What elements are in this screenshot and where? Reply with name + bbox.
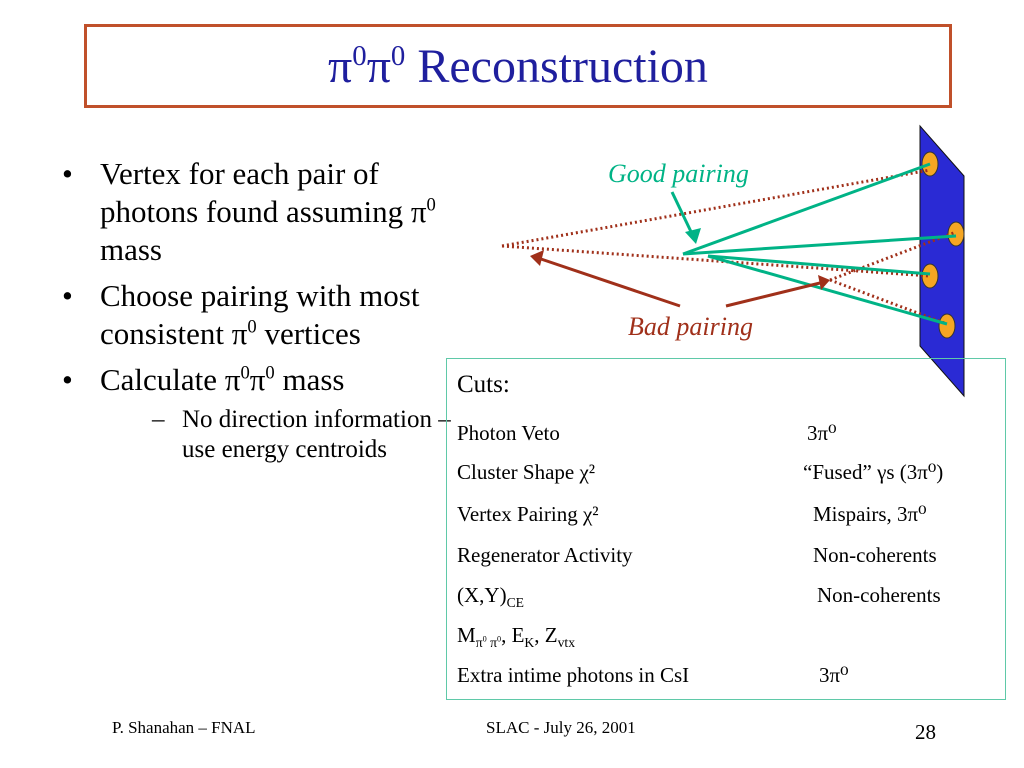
bullet-item: • Calculate π0π0 mass – No direction inf…: [62, 361, 472, 465]
cut-label: (X,Y)CE: [457, 583, 525, 611]
cut-label: Mπ0 π0, EK, Zvtx: [457, 623, 576, 651]
good-pairing-lines: [682, 162, 957, 326]
cut-value: 3π⁰: [819, 663, 849, 687]
bullet-marker: •: [62, 362, 73, 397]
cut-label: Photon Veto: [457, 421, 560, 445]
bad-pairing-label: Bad pairing: [628, 312, 753, 341]
cut-label: Vertex Pairing χ²: [457, 502, 599, 526]
bad-pairing-arrow-right: [725, 280, 825, 308]
photon-cluster: [938, 313, 956, 339]
good-pairing-label: Good pairing: [608, 159, 749, 188]
photon-cluster: [947, 221, 965, 247]
cuts-title: Cuts:: [457, 371, 510, 398]
sub-bullet-item: – No direction information – use energy …: [152, 406, 451, 463]
cut-value: Mispairs, 3π⁰: [813, 502, 927, 526]
bullet-list: • Vertex for each pair of photons found …: [62, 155, 472, 473]
cut-value: “Fused” γs (3π⁰): [803, 460, 944, 484]
bad-pairing-arrow-left: [537, 256, 681, 308]
cut-value: 3π⁰: [807, 421, 837, 445]
sub-bullet-marker: –: [152, 406, 165, 433]
bullet-item: • Choose pairing with most consistent π0…: [62, 278, 420, 351]
page-number: 28: [915, 720, 936, 744]
footer-author: P. Shanahan – FNAL: [112, 718, 256, 737]
photon-cluster: [921, 263, 939, 289]
cut-label: Cluster Shape χ²: [457, 460, 596, 484]
title-frame: π0π0 Reconstruction: [84, 24, 952, 108]
footer-event: SLAC - July 26, 2001: [486, 718, 636, 737]
slide-title: π0π0 Reconstruction: [328, 39, 708, 93]
cuts-table: Cuts: Photon Veto 3π⁰ Cluster Shape χ² “…: [446, 358, 1006, 700]
bullet-marker: •: [62, 156, 73, 191]
bad-pairing-lines: [501, 168, 957, 326]
bullet-marker: •: [62, 278, 73, 313]
cut-value: Non-coherents: [817, 583, 941, 607]
bullet-item: • Vertex for each pair of photons found …: [62, 156, 436, 267]
good-pairing-arrow: [670, 191, 696, 239]
cut-label: Regenerator Activity: [457, 543, 633, 567]
cut-label: Extra intime photons in CsI: [457, 663, 690, 687]
pairing-diagram: Good pairing Bad pairing: [501, 124, 965, 398]
cut-value: Non-coherents: [813, 543, 937, 567]
